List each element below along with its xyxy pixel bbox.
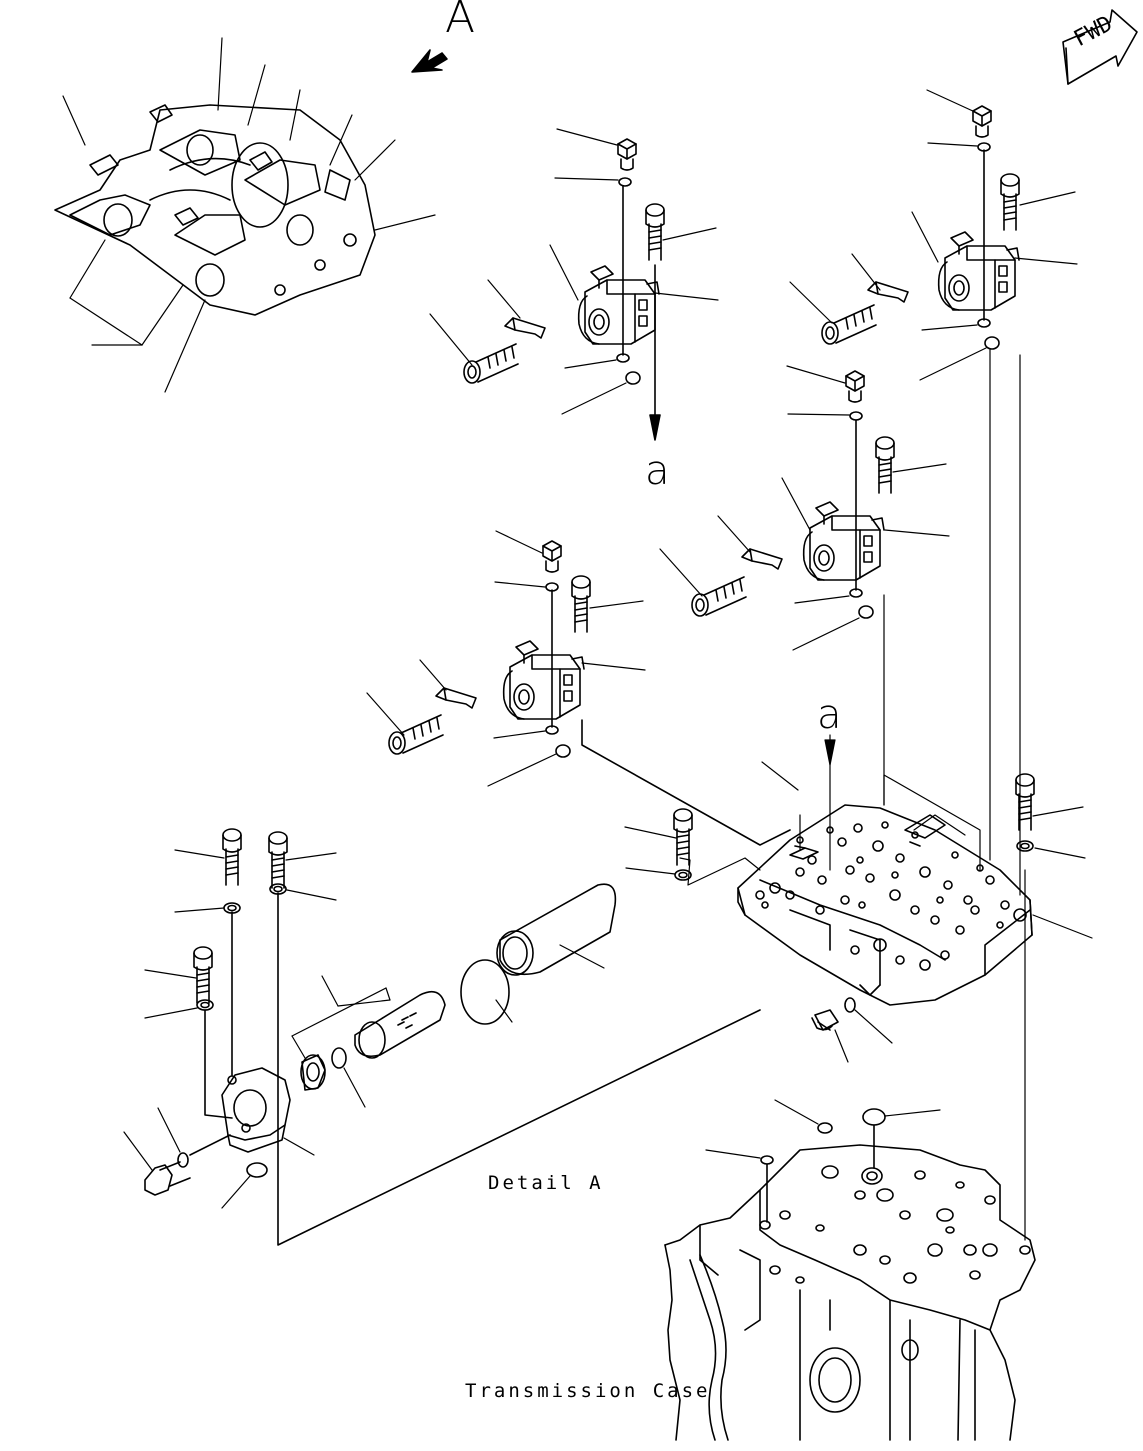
- transmission-case: [664, 1108, 1036, 1441]
- leader-lines-filter: [291, 944, 605, 1108]
- leader-lines-solenoid-2: [789, 89, 1078, 381]
- valve-body-fasteners: [673, 773, 1035, 1031]
- solenoid-valve-1: [463, 138, 665, 441]
- leader-lines-filter-housing: [123, 849, 337, 1209]
- fwd-arrow-icon: [1062, 9, 1138, 85]
- leader-lines-solenoid-1: [429, 128, 719, 415]
- solenoid-valve-2: [821, 105, 1020, 350]
- leader-lines-case: [705, 869, 1026, 1241]
- leader-lines-solenoid-4: [366, 530, 646, 787]
- valve-assembly-overview: [54, 104, 376, 316]
- view-marker-label: A: [445, 0, 476, 43]
- leader-lines-valve-body: [624, 761, 1093, 1063]
- reference-a-label-mid: a: [817, 692, 842, 738]
- solenoid-valve-4: [388, 540, 791, 846]
- case-caption: Transmission Case: [465, 1380, 711, 1402]
- view-arrow-icon: [411, 49, 448, 73]
- detail-caption: Detail A: [488, 1172, 604, 1194]
- leader-lines-overview: [62, 37, 436, 393]
- reference-a-label-top: a: [645, 448, 670, 494]
- oil-filter-group: [300, 883, 617, 1091]
- body-connection-lines: [679, 349, 1021, 896]
- control-valve-body: [737, 804, 1033, 1006]
- filter-housing: [144, 828, 761, 1246]
- leader-lines-solenoid-3: [659, 365, 950, 651]
- solenoid-valve-3: [691, 370, 895, 619]
